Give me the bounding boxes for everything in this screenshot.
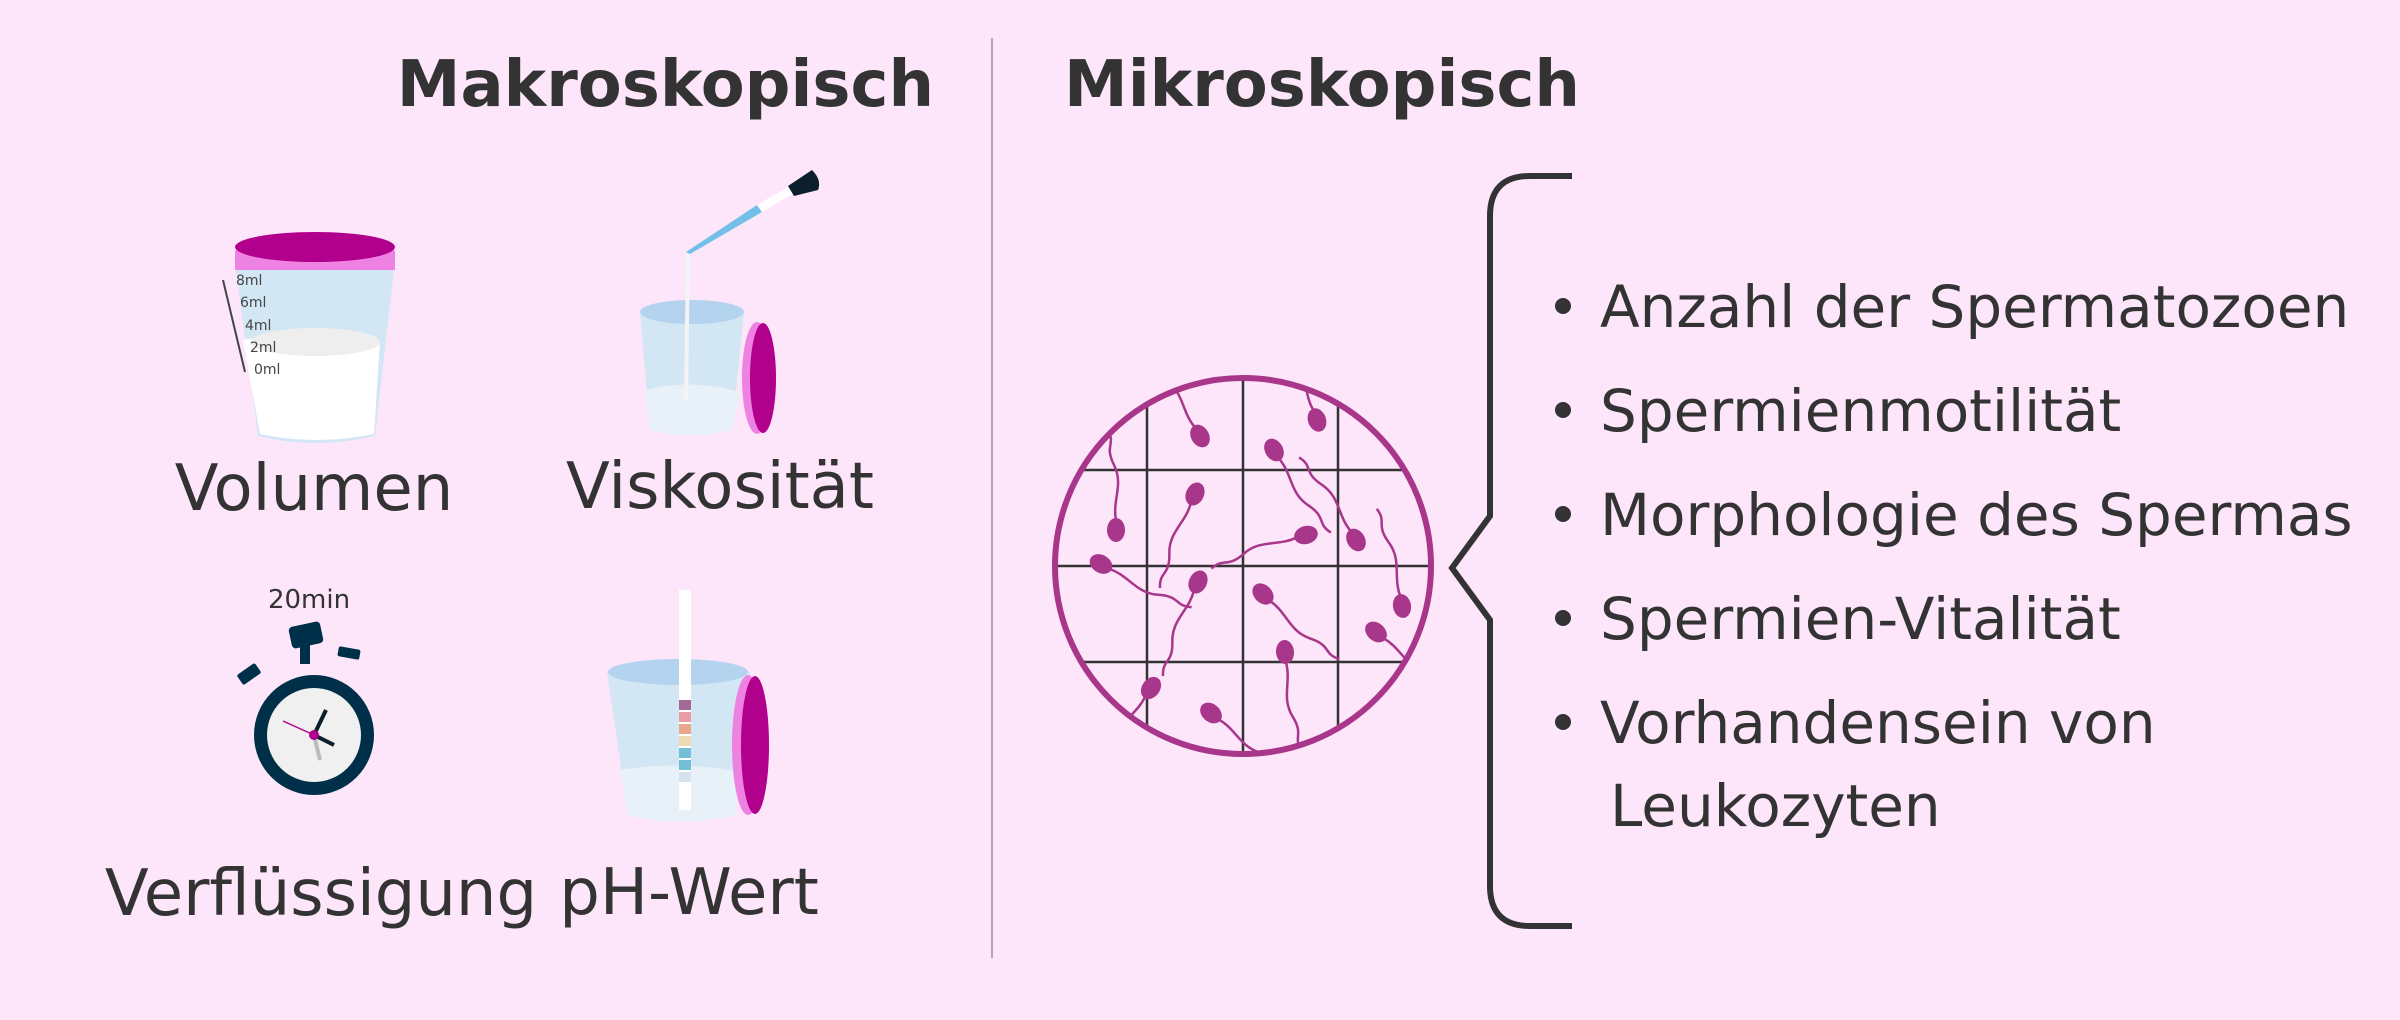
- bullet-leukozyten: Leukozyten: [1610, 772, 1941, 840]
- bullet-anzahl: Anzahl der Spermatozoen: [1600, 273, 2349, 341]
- microscopic-title: Mikroskopisch: [1064, 48, 1580, 122]
- bullet-dot: [1555, 506, 1571, 522]
- cup-scale-6ml: 6ml: [240, 295, 266, 311]
- bullet-morphologie: Morphologie des Spermas: [1600, 481, 2353, 549]
- macroscopic-title: Makroskopisch: [397, 48, 934, 122]
- label-viskositaet: Viskosität: [566, 450, 874, 524]
- bullet-dot: [1555, 714, 1571, 730]
- microscope-grid-sperm-icon: [1052, 375, 1434, 757]
- bullet-dot: [1555, 402, 1571, 418]
- stopwatch-icon: [237, 621, 374, 795]
- cup-with-pipette-icon: [640, 170, 820, 435]
- bullet-dot: [1555, 610, 1571, 626]
- bullet-vorhandensein: Vorhandensein von: [1600, 689, 2156, 757]
- bullet-vitalitaet: Spermien-Vitalität: [1600, 585, 2121, 653]
- cup-scale-8ml: 8ml: [236, 273, 262, 289]
- label-ph-wert: pH-Wert: [559, 856, 819, 930]
- label-volumen: Volumen: [175, 452, 454, 526]
- timer-text: 20min: [268, 585, 350, 615]
- bullet-list: Anzahl der Spermatozoen Spermienmotilitä…: [1555, 273, 2353, 840]
- bullet-dot: [1555, 298, 1571, 314]
- bullet-motilitaet: Spermienmotilität: [1600, 377, 2121, 445]
- cup-scale-4ml: 4ml: [245, 318, 271, 334]
- cup-with-ph-strip-icon: [607, 590, 769, 822]
- label-verfluessigung: Verflüssigung: [105, 857, 537, 931]
- measuring-cup-icon: 8ml 6ml 4ml 2ml 0ml: [222, 232, 395, 443]
- curly-brace: [1448, 173, 1572, 929]
- cup-scale-0ml: 0ml: [254, 362, 280, 378]
- cup-scale-2ml: 2ml: [250, 340, 276, 356]
